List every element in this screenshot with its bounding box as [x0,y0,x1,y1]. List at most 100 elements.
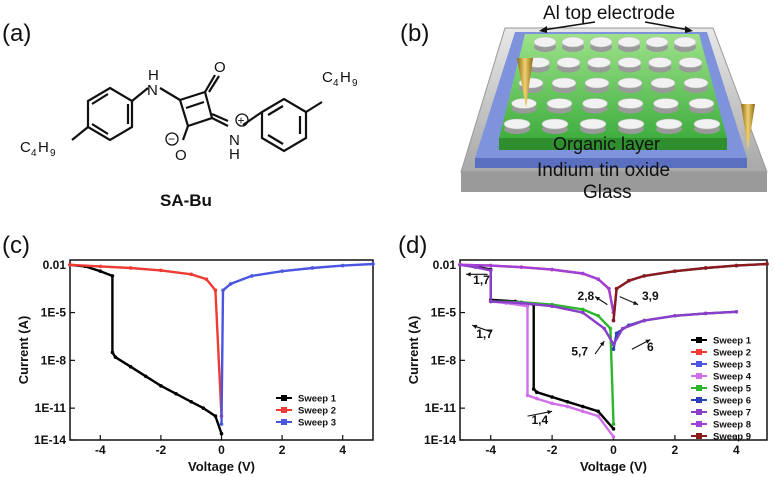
electrode-pad [541,118,569,130]
electrode-pad [673,36,697,48]
data-point [213,414,218,418]
legend-label: Sweep 1 [298,394,337,405]
electrode-pad [546,98,573,109]
y-tick-label: 1E-8 [41,353,67,367]
electrode-pad [683,77,709,89]
electrode-pad [582,98,608,109]
data-point [611,427,616,431]
structure-bonds [71,74,323,153]
legend-label: Sweep 2 [298,406,336,417]
electrode-pad [645,36,669,48]
data-point [371,262,375,266]
x-tick-label: 0 [610,443,617,457]
annotation-label: 2,8 [578,289,595,303]
chemical-structure: H N O C 4 H 9 C 4 H 9 − O + N H SA-Bu [20,59,358,210]
electrode-pad [561,36,585,48]
data-point [703,266,708,270]
probe-tip-right [741,104,755,150]
series-line-2 [69,263,223,417]
data-point [596,277,600,281]
data-point [250,274,254,278]
data-point [128,266,133,270]
data-point [550,401,554,406]
label-arrow-right [644,21,690,31]
data-point [204,277,209,281]
data-point [310,266,315,270]
series-line-8 [459,263,615,313]
y-tick-label: 0.01 [433,258,457,272]
electrode-pad [655,118,683,130]
data-point [174,392,178,396]
direction-arrowhead [599,341,605,347]
annotation-label: 6 [647,340,654,354]
ito-label: Indium tin oxide [537,160,670,181]
plus-charge-circle [235,113,249,127]
data-point [519,265,524,269]
legend-marker [281,419,287,425]
data-point [611,347,616,352]
data-point [113,355,118,359]
panel-label-b: (b) [400,20,430,47]
label-arrow-left [542,21,596,31]
data-point [581,310,585,315]
y-tick-label: 1E-14 [424,433,456,447]
data-point [608,326,613,331]
compound-name: SA-Bu [160,191,212,210]
data-point [620,326,625,331]
carbonyl-o-label: O [214,59,226,76]
data-point [525,393,530,398]
data-point [642,318,646,323]
c4h9-right-h: H [340,69,351,86]
o-minus-label: O [175,147,187,164]
data-point [458,262,462,267]
data-point [642,274,646,278]
y-axis-label: Current (A) [406,316,421,385]
data-point [68,262,72,267]
electrode-pad [648,57,672,68]
electrode-pad [579,118,607,130]
data-point [596,313,600,318]
legend-label: Sweep 4 [713,372,752,383]
al-electrode-label: Al top electrode [543,3,675,24]
electrode-pad [617,118,645,130]
c4h9-right-4: 4 [333,78,339,89]
data-point [565,399,570,404]
data-point [611,422,616,426]
glass-label: Glass [583,182,632,203]
direction-arrowhead [595,296,601,301]
y-tick-label: 1E-5 [431,306,457,320]
panel-label-d: (d) [398,232,428,259]
label-arrowhead-left [539,26,547,33]
x-axis-label: Voltage (V) [580,459,647,474]
data-point [611,342,616,347]
annotation-label: 5,7 [571,345,588,359]
data-point [110,350,115,355]
legend-label: Sweep 1 [713,336,752,347]
direction-arrowhead [472,324,478,329]
c4h9-left-h: H [38,139,49,156]
series-line-7 [459,263,737,346]
data-point [596,409,600,414]
panel-label-c: (c) [2,232,30,259]
data-point [219,422,224,426]
direction-arrowhead [466,272,471,277]
electrode-pad [650,77,676,89]
x-tick-label: -2 [156,443,167,457]
electrode-pad [511,98,537,109]
data-point [703,311,708,316]
data-point [602,326,607,331]
electrode-pad [617,98,644,109]
legend-marker [696,349,702,355]
legend-marker [696,385,702,391]
c4h9-right-c: C [322,69,333,86]
data-point [534,390,539,395]
data-point [734,309,739,314]
legend-marker [696,409,702,415]
probe-tip-left [517,58,533,108]
electrode-pad [617,57,642,68]
x-tick-label: -2 [547,443,558,457]
legend-label: Sweep 3 [298,418,336,429]
x-tick-label: 0 [218,443,225,457]
